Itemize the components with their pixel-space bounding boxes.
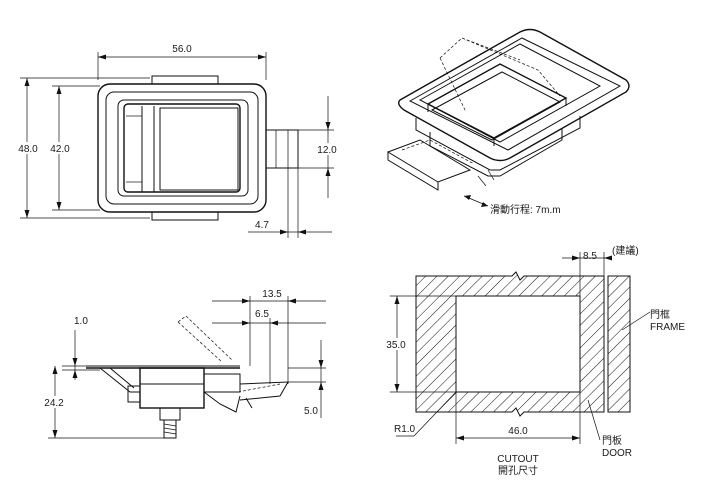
dim-cutout-width-46: 46.0 (508, 426, 528, 437)
dim-gap-8-5: 8.5 (583, 251, 597, 262)
housing-inner-outline (105, 91, 259, 205)
dim-inner-height-42: 42.0 (50, 144, 70, 155)
flange-bottom (151, 211, 219, 221)
side-body (139, 367, 205, 409)
side-stud-nut (159, 407, 181, 421)
front-view: 56.0 48.0 42.0 12.0 4.7 (14, 44, 342, 238)
label-door-en: DOOR (602, 448, 632, 459)
side-handle-open (177, 315, 233, 363)
dim-height-24-2: 24.2 (44, 398, 64, 409)
iso-latch-bar (386, 139, 472, 183)
cutout-opening (455, 295, 581, 393)
dim-height-48: 48.0 (18, 144, 38, 155)
dim-tab-offset-4-7: 4.7 (255, 220, 269, 231)
label-cutout-en: CUTOUT (497, 454, 538, 465)
dim-cutout-height-35: 35.0 (386, 340, 406, 351)
dim-tab-height-12: 12.0 (317, 145, 337, 156)
handle-face (159, 107, 239, 191)
label-radius: R1.0 (394, 424, 416, 435)
handle-panel (123, 103, 241, 193)
isometric-view: 滑動行程: 7m.m (386, 28, 630, 216)
iso-flange-outer (397, 28, 630, 162)
dim-inner-6-5: 6.5 (255, 309, 269, 320)
dim-thickness-1: 1.0 (74, 316, 88, 327)
latch-tab (265, 129, 299, 169)
label-frame-en: FRAME (650, 322, 685, 333)
cutout-view: 8.5 (建議) 門框 FRAME 35.0 R1.0 46.0 門板 DOOR… (382, 244, 685, 477)
label-sliding-travel: 滑動行程: 7m.m (490, 203, 561, 216)
iso-open-position (439, 37, 561, 113)
side-view: 1.0 24.2 13.5 6.5 5.0 (40, 289, 326, 439)
housing-outer-outline (97, 83, 267, 213)
dim-bottom-5: 5.0 (304, 406, 318, 417)
door-frame-gap (604, 276, 608, 412)
dim-width-56: 56.0 (172, 44, 192, 55)
dim-top-13-5: 13.5 (262, 289, 282, 300)
recess-outline (117, 99, 249, 197)
label-frame-cn: 門框 (650, 308, 670, 321)
label-door-cn: 門板 (602, 434, 622, 447)
side-stud (163, 419, 177, 439)
label-cutout-cn: 開孔尺寸 (498, 464, 538, 477)
flange-top (151, 75, 219, 85)
frame-panel (607, 275, 631, 413)
label-suggest: (建議) (612, 244, 639, 257)
